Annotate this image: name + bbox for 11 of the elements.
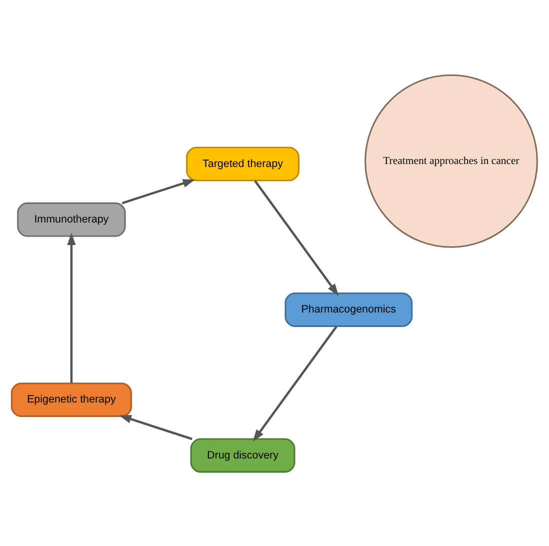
node-box: Epigenetic therapy bbox=[10, 382, 132, 417]
node-box: Drug discovery bbox=[190, 438, 296, 472]
arrow bbox=[67, 232, 76, 383]
arrow bbox=[254, 180, 339, 296]
node-box: Immunotherapy bbox=[17, 202, 126, 236]
node-circle: Treatment approaches in cancer bbox=[364, 74, 538, 248]
arrow bbox=[119, 414, 192, 440]
arrow bbox=[122, 178, 196, 204]
node-box: Targeted therapy bbox=[186, 146, 300, 181]
node-box: Pharmacogenomics bbox=[284, 292, 413, 326]
arrow bbox=[252, 325, 338, 442]
